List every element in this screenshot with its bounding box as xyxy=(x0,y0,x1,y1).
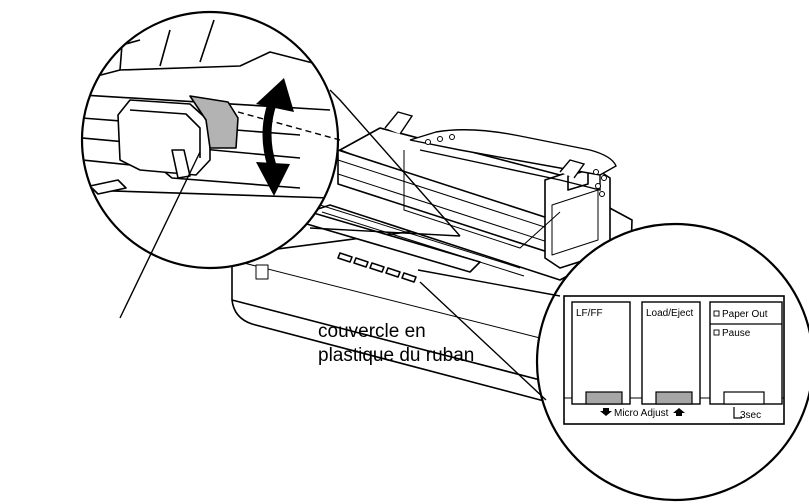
hold-timer-icon xyxy=(733,407,742,419)
paper-out-label: Paper Out xyxy=(722,309,768,320)
lf-ff-label: LF/FF xyxy=(576,308,603,319)
continuous-paper xyxy=(403,129,617,249)
up-down-arrow-icon xyxy=(256,78,294,196)
load-eject-label: Load/Eject xyxy=(646,308,693,319)
arrow-up-icon xyxy=(673,408,685,416)
paper-guide xyxy=(384,111,586,179)
pause-panel-area xyxy=(709,301,783,405)
lf-ff-button[interactable] xyxy=(585,391,623,405)
micro-adjust-label: Micro Adjust xyxy=(614,408,669,419)
pause-label: Pause xyxy=(722,328,751,339)
load-eject-button[interactable] xyxy=(655,391,693,405)
callout-line-1: couvercle en xyxy=(318,321,426,342)
hold-time-label: 3sec xyxy=(740,410,761,421)
callout-leader-line xyxy=(119,151,201,319)
lf-ff-panel-area xyxy=(571,301,631,405)
ribbon-cover-callout: couvercle en plastique du ruban xyxy=(318,320,474,368)
pause-led-icon xyxy=(713,329,720,336)
dashed-leader xyxy=(237,111,341,141)
magnifier-connector-lines xyxy=(309,89,461,237)
panel-connector-lines xyxy=(417,269,561,401)
paper-holes xyxy=(425,134,607,197)
pause-button[interactable] xyxy=(723,391,765,405)
magnified-control-panel: LF/FF Load/Eject Paper Out Pause Micro A… xyxy=(535,222,809,502)
arrow-down-icon xyxy=(600,408,612,416)
callout-line-2: plastique du ruban xyxy=(318,345,475,366)
paper-out-led-icon xyxy=(713,310,720,317)
magnified-detail-ribbon-cover xyxy=(80,10,341,270)
load-eject-panel-area xyxy=(641,301,701,405)
